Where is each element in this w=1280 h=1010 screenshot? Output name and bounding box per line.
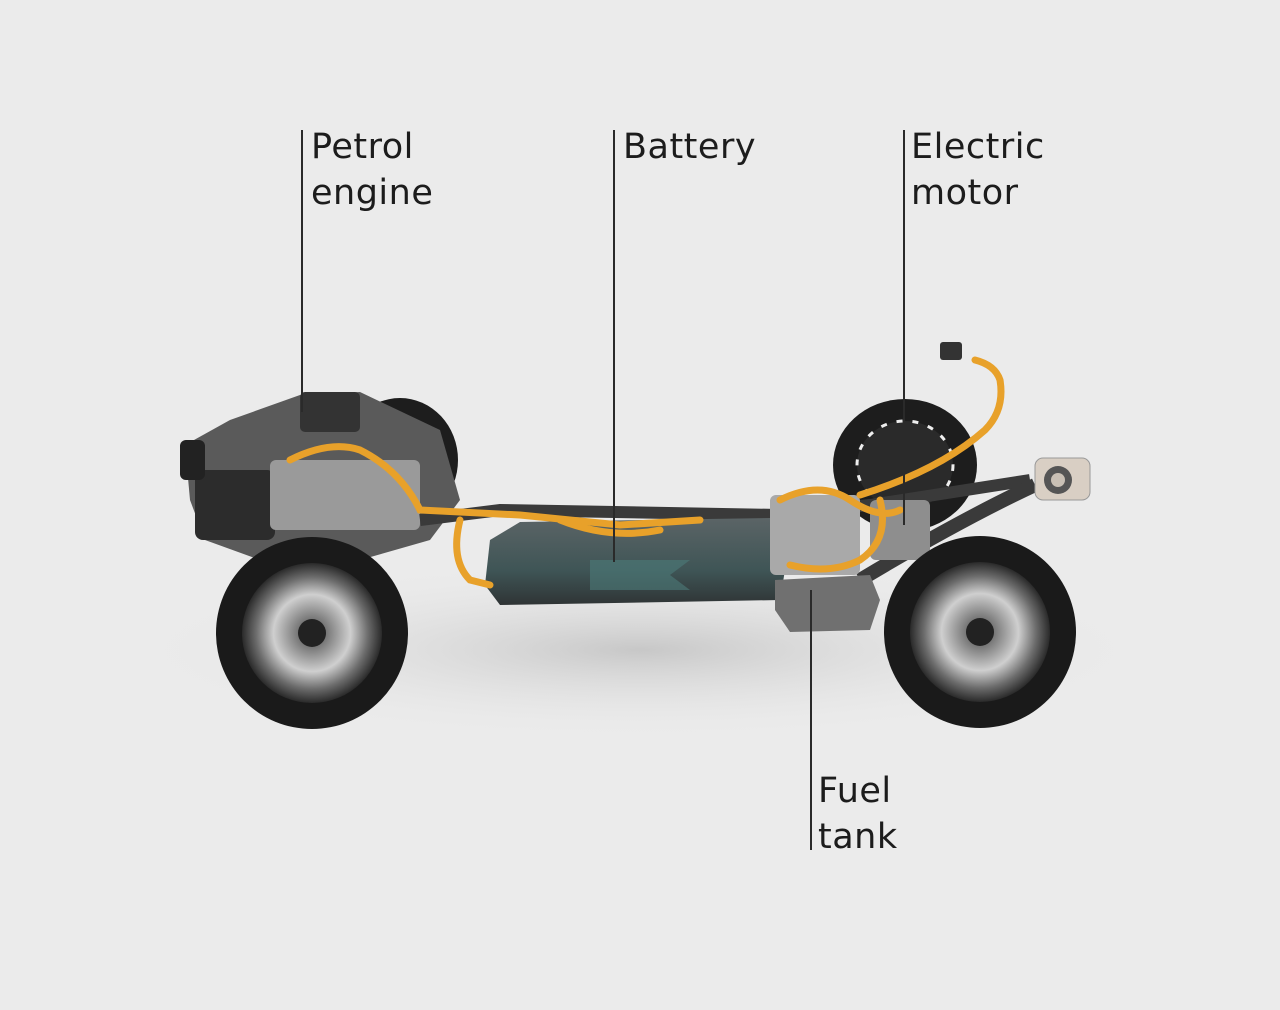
label-line: motor [911,173,1019,213]
fuel-tank-shape [775,575,880,632]
charging-port [1034,457,1091,501]
near-rear-wheel [884,536,1076,728]
fuel-tank-leader-line [810,590,812,850]
label-line: tank [818,817,898,857]
electric-motor-leader-line [903,130,905,525]
label-line: Battery [623,127,757,167]
electric-motor-label: Electric motor [911,124,1045,216]
label-line: Fuel [818,771,892,811]
label-line: engine [311,173,434,213]
fuel-tank-label: Fuel tank [818,768,898,860]
petrol-engine-shape [180,392,460,560]
label-line: Petrol [311,127,414,167]
charge-cable-plug [940,342,962,360]
label-line: Electric [911,127,1045,167]
frame-rail-rear [856,478,1038,587]
battery-leader-line [613,130,615,562]
battery-pack-shape [485,518,790,605]
petrol-engine-leader-line [301,130,303,412]
high-voltage-cables [286,356,1005,589]
near-front-wheel [216,537,408,729]
battery-label: Battery [623,124,756,170]
petrol-engine-label: Petrol engine [311,124,433,216]
